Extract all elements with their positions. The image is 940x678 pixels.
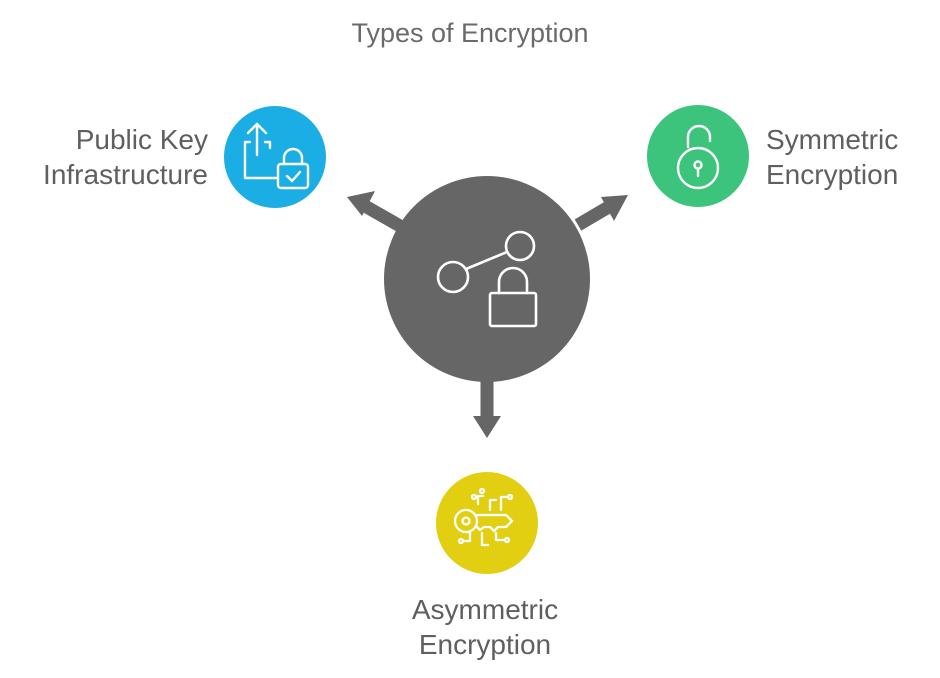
open-padlock-icon	[676, 124, 720, 190]
pki-node	[224, 106, 326, 208]
asymmetric-label-line-1: Asymmetric	[411, 594, 559, 625]
encryption-key-lock-icon	[436, 230, 538, 328]
asymmetric-label: Asymmetric Encryption	[380, 592, 590, 662]
symmetric-node	[647, 105, 749, 207]
pki-label-line-1: Public Key	[75, 124, 208, 155]
hub-node	[384, 176, 590, 382]
asymmetric-node	[436, 472, 538, 574]
arrow-to-pki	[347, 191, 404, 232]
diagram-title: Types of Encryption	[351, 18, 589, 48]
symmetric-label-line-1: Symmetric	[766, 124, 899, 155]
share-lock-icon	[243, 122, 310, 190]
arrow-to-asymmetric	[473, 380, 501, 438]
pki-label-line-2: Infrastructure	[43, 159, 208, 190]
asymmetric-label-line-2: Encryption	[418, 629, 552, 660]
digital-key-icon	[453, 487, 514, 547]
symmetric-label-line-2: Encryption	[766, 159, 899, 190]
symmetric-label: Symmetric Encryption	[766, 122, 936, 192]
pki-label: Public Key Infrastructure	[20, 122, 208, 192]
arrow-to-symmetric	[574, 195, 628, 231]
